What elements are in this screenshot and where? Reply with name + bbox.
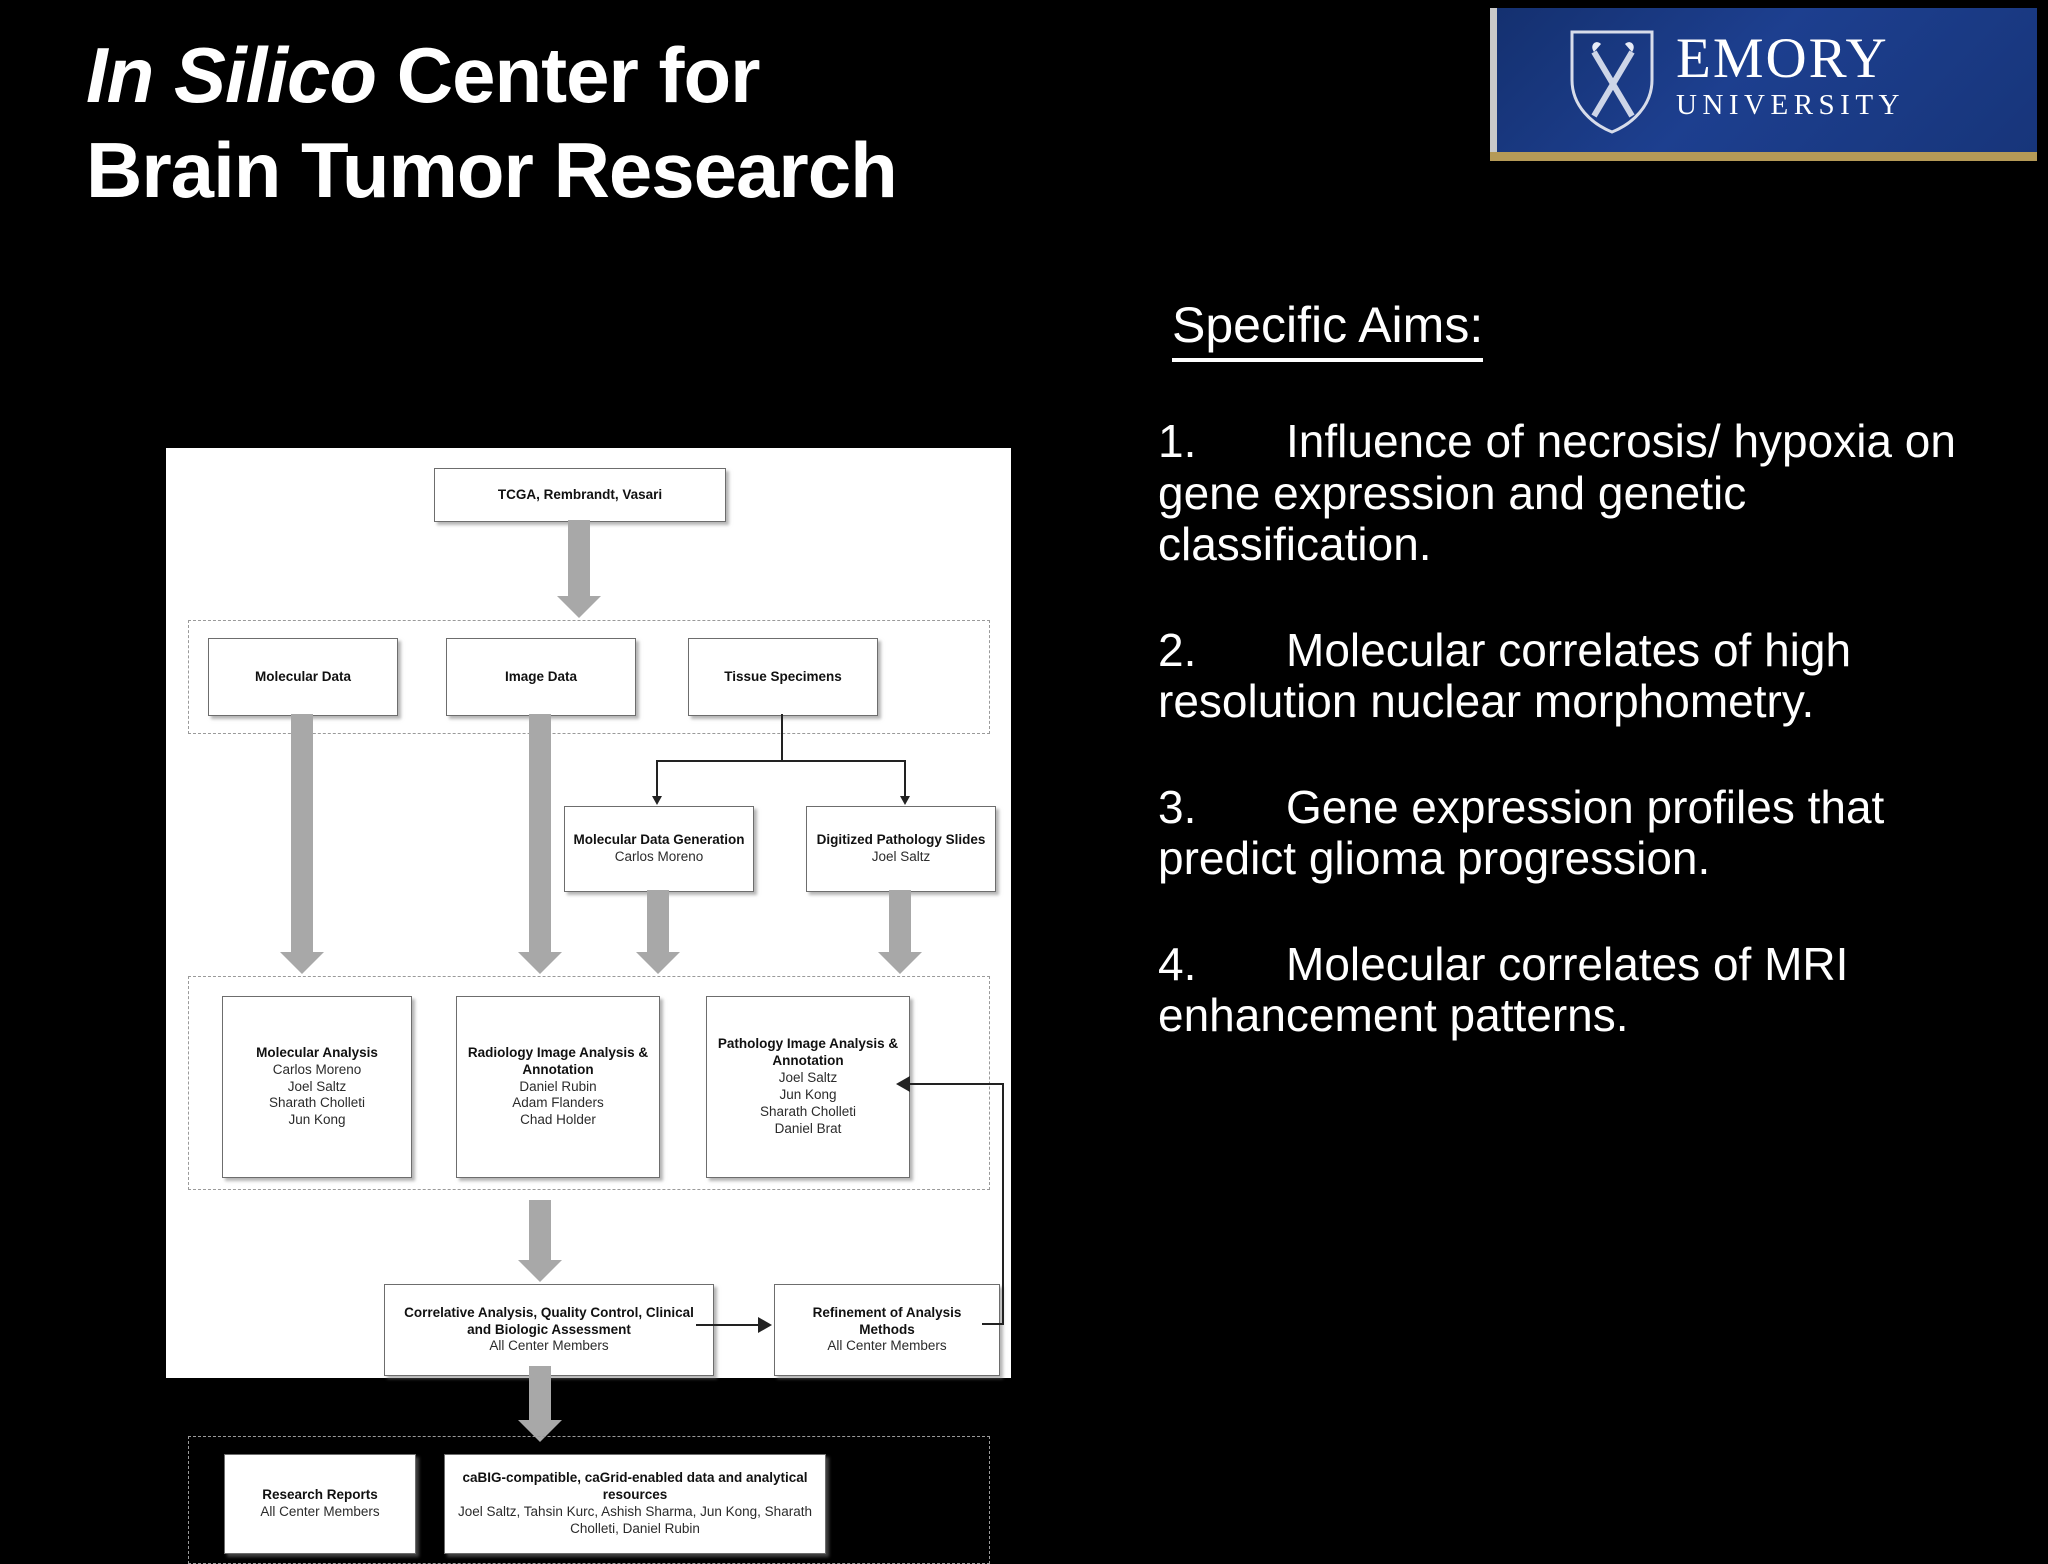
aim-item-3: 3.Gene expression profiles that predict …	[1158, 780, 2013, 885]
logo-left-edge	[1490, 8, 1497, 153]
arrow-source-to-data	[557, 520, 601, 618]
aim-number-4: 4.	[1158, 937, 1197, 990]
diagram-box-correlative-analysis: Correlative Analysis, Quality Control, C…	[384, 1284, 714, 1376]
molecular-generation-names: Carlos Moreno	[614, 849, 704, 864]
research-reports-title: Research Reports	[262, 1487, 378, 1503]
diagram-box-refinement: Refinement of Analysis Methods All Cente…	[774, 1284, 1000, 1376]
aim-item-1: 1.Influence of necrosis/ hypoxia on gene…	[1158, 415, 2013, 571]
title-rest-part: Center for	[376, 31, 761, 119]
diagram-box-tissue-specimens: Tissue Specimens	[688, 638, 878, 716]
pathology-analysis-names: Joel Saltz Jun Kong Sharath Cholleti Dan…	[759, 1070, 857, 1136]
molecular-analysis-title: Molecular Analysis	[256, 1044, 378, 1060]
aim-text-3: Gene expression profiles that predict gl…	[1158, 780, 1885, 885]
arrow-image-data-down	[518, 714, 562, 974]
center-workflow-diagram: TCGA, Rembrandt, Vasari Molecular Data I…	[166, 448, 1011, 1564]
digitized-slides-title: Digitized Pathology Slides	[816, 832, 986, 848]
molecular-data-label: Molecular Data	[254, 668, 352, 684]
aim-text-4: Molecular correlates of MRI enhancement …	[1158, 937, 1849, 1042]
specific-aims-section: Specific Aims: 1.Influence of necrosis/ …	[1158, 300, 2018, 1042]
diagram-box-image-data: Image Data	[446, 638, 636, 716]
tissue-specimens-label: Tissue Specimens	[724, 668, 842, 684]
diagram-box-source: TCGA, Rembrandt, Vasari	[434, 468, 726, 522]
research-reports-names: All Center Members	[260, 1504, 380, 1519]
diagram-box-pathology-analysis: Pathology Image Analysis & Annotation Jo…	[706, 996, 910, 1178]
connector-refinement-tip	[758, 1317, 772, 1333]
connector-feedback-bottom	[982, 1323, 1004, 1325]
diagram-box-cabig-resources: caBIG-compatible, caGrid-enabled data an…	[444, 1454, 826, 1554]
aim-number-2: 2.	[1158, 623, 1197, 676]
aim-number-1: 1.	[1158, 415, 1197, 467]
diagram-box-radiology-analysis: Radiology Image Analysis & Annotation Da…	[456, 996, 660, 1178]
molecular-analysis-names: Carlos Moreno Joel Saltz Sharath Chollet…	[268, 1061, 366, 1128]
source-box-label: TCGA, Rembrandt, Vasari	[497, 486, 663, 502]
specific-aims-heading: Specific Aims:	[1172, 300, 1484, 362]
arrow-correlative-to-outputs	[518, 1366, 562, 1442]
connector-feedback-vertical	[1002, 1084, 1004, 1324]
diagram-box-molecular-generation: Molecular Data Generation Carlos Moreno	[564, 806, 754, 892]
emory-university-logo: EMORY UNIVERSITY	[1490, 8, 2037, 161]
diagram-box-research-reports: Research Reports All Center Members	[224, 1454, 416, 1554]
logo-emory-text: EMORY	[1676, 27, 1889, 90]
arrow-analysis-to-correlative	[518, 1200, 562, 1282]
digitized-slides-names: Joel Saltz	[871, 849, 931, 864]
aim-item-4: 4.Molecular correlates of MRI enhancemen…	[1158, 937, 2013, 1042]
diagram-box-molecular-analysis: Molecular Analysis Carlos Moreno Joel Sa…	[222, 996, 412, 1178]
aim-text-2: Molecular correlates of high resolution …	[1158, 623, 1852, 728]
radiology-analysis-title: Radiology Image Analysis & Annotation	[467, 1044, 649, 1077]
aim-text-1: Influence of necrosis/ hypoxia on gene e…	[1158, 415, 1956, 571]
arrow-generation-down	[636, 890, 680, 974]
correlative-title: Correlative Analysis, Quality Control, C…	[404, 1304, 694, 1337]
pathology-analysis-title: Pathology Image Analysis & Annotation	[717, 1036, 899, 1069]
connector-tissue-split	[656, 760, 906, 762]
connector-tissue-left	[656, 760, 658, 800]
page-title: In Silico Center for Brain Tumor Researc…	[86, 28, 1166, 218]
radiology-analysis-names: Daniel Rubin Adam Flanders Chad Holder	[512, 1078, 604, 1128]
diagram-box-molecular-data: Molecular Data	[208, 638, 398, 716]
cabig-names: Joel Saltz, Tahsin Kurc, Ashish Sharma, …	[458, 1504, 812, 1536]
image-data-label: Image Data	[504, 668, 578, 684]
logo-wordmark: EMORY UNIVERSITY	[1676, 30, 1905, 122]
crossed-torches-shield-icon	[1570, 30, 1654, 134]
molecular-generation-title: Molecular Data Generation	[573, 832, 745, 848]
connector-tissue-right	[904, 760, 906, 800]
refinement-names: All Center Members	[827, 1338, 947, 1354]
arrow-slides-down	[878, 890, 922, 974]
data-group-frame	[188, 620, 990, 734]
logo-gold-bar	[1490, 152, 2037, 161]
title-italic-part: In Silico	[86, 31, 377, 119]
logo-university-text: UNIVERSITY	[1676, 89, 1905, 121]
connector-feedback-tip	[896, 1076, 910, 1092]
correlative-names: All Center Members	[489, 1338, 609, 1354]
diagram-box-digitized-slides: Digitized Pathology Slides Joel Saltz	[806, 806, 996, 892]
connector-correlative-to-refinement	[696, 1324, 758, 1326]
connector-tissue-down	[781, 714, 783, 762]
refinement-title: Refinement of Analysis Methods	[812, 1304, 962, 1337]
connector-tissue-left-tip	[652, 796, 662, 805]
aim-item-2: 2.Molecular correlates of high resolutio…	[1158, 623, 2013, 728]
cabig-title: caBIG-compatible, caGrid-enabled data an…	[462, 1470, 808, 1503]
connector-feedback-top	[910, 1083, 1004, 1085]
title-line-2: Brain Tumor Research	[86, 126, 898, 215]
arrow-molecular-data-down	[280, 714, 324, 974]
aim-number-3: 3.	[1158, 780, 1197, 833]
connector-tissue-right-tip	[900, 796, 910, 805]
